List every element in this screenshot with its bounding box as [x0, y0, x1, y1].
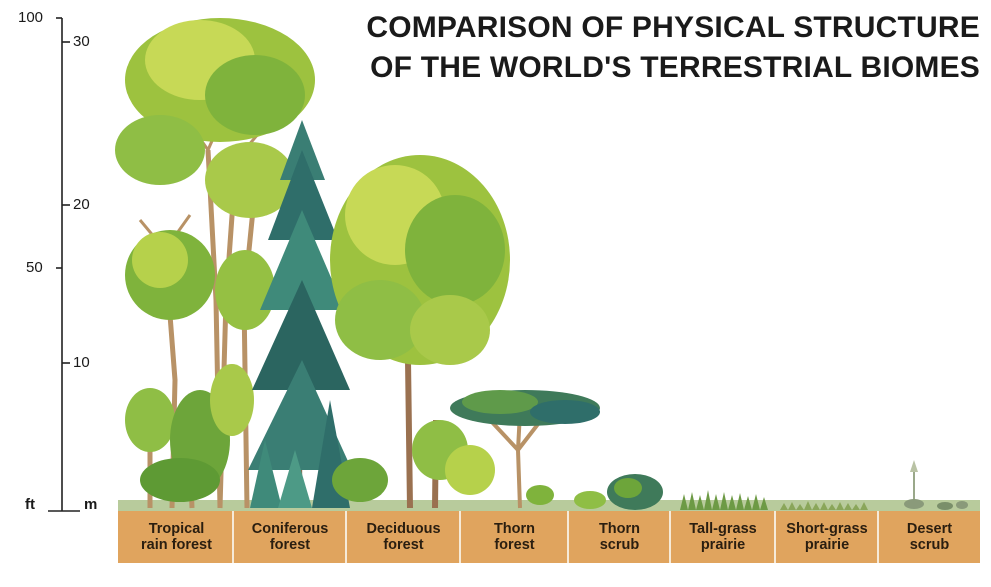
feet-unit-label: ft [25, 496, 35, 513]
meter-unit-label: m [84, 496, 97, 513]
meter-tick-10: 10 [73, 354, 90, 371]
meter-tick-30: 30 [73, 33, 90, 50]
height-scale [48, 18, 80, 511]
title-line-1: COMPARISON OF PHYSICAL STRUCTURE [320, 8, 980, 48]
deciduous-forest-trees [330, 155, 510, 508]
feet-tick-50: 50 [26, 259, 43, 276]
tall-grass-prairie [680, 490, 768, 510]
feet-tick-100: 100 [18, 9, 43, 26]
title-line-2: OF THE WORLD'S TERRESTRIAL BIOMES [320, 48, 980, 88]
diagram-title: COMPARISON OF PHYSICAL STRUCTURE OF THE … [320, 8, 980, 88]
thorn-scrub-plants [574, 474, 663, 510]
meter-tick-20: 20 [73, 196, 90, 213]
